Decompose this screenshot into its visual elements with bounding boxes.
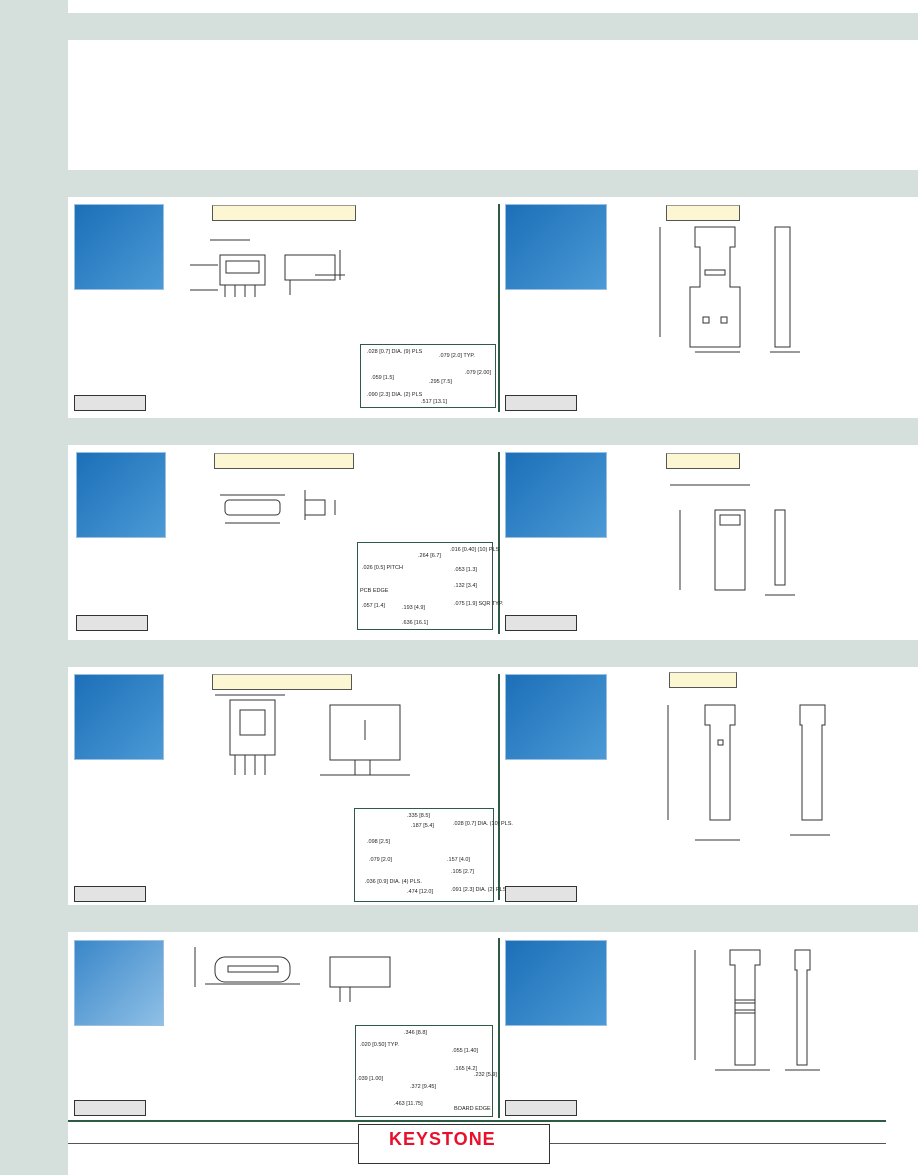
receptacle-drawing xyxy=(220,490,336,524)
part-number-box xyxy=(505,1100,577,1116)
product-label xyxy=(666,205,740,221)
pcb-note: .028 [0.7] DIA. (9) PLS xyxy=(367,349,423,355)
pcb-note: .193 [4.9] xyxy=(402,605,425,611)
pcb-layout-1: .028 [0.7] DIA. (9) PLS .079 [2.0] TYP. … xyxy=(360,344,496,408)
pcb-note: .091 [2.3] DIA. (2) PLS. xyxy=(451,887,508,893)
header-band xyxy=(68,13,918,40)
product-photo-type-c-receptacle xyxy=(74,940,164,1026)
product-photo-usb3-a-plug xyxy=(505,204,607,290)
product-photo-usb3-b-receptacle xyxy=(74,674,164,760)
product-label xyxy=(214,453,354,469)
pcb-note: .372 [9.45] xyxy=(410,1084,436,1090)
column-divider xyxy=(498,674,500,900)
receptacle-drawing xyxy=(194,947,391,1002)
pcb-note: BOARD EDGE xyxy=(454,1106,491,1112)
product-label xyxy=(212,674,352,690)
product-label xyxy=(212,205,356,221)
product-photo-micro-b-receptacle xyxy=(76,452,166,538)
product-photo-micro-b-plug xyxy=(505,452,607,538)
receptacle-drawing xyxy=(215,694,410,776)
footer-rule xyxy=(68,1120,886,1122)
part-number-box xyxy=(74,1100,146,1116)
section-band-2 xyxy=(68,418,918,445)
pcb-note: .157 [4.0] xyxy=(447,857,470,863)
pcb-note: .264 [6.7] xyxy=(418,553,441,559)
pcb-note: .036 [0.9] DIA. (4) PLS. xyxy=(365,879,422,885)
part-number-box xyxy=(74,886,146,902)
part-number-box xyxy=(76,615,148,631)
section-band-4 xyxy=(68,905,918,932)
plug-drawing xyxy=(659,226,800,353)
pcb-note: .028 [0.7] DIA. (10) PLS. xyxy=(453,821,513,827)
product-label xyxy=(669,672,737,688)
pcb-note: .020 [0.50] TYP. xyxy=(360,1042,399,1048)
pcb-note: .232 [5.9] xyxy=(474,1072,497,1078)
part-number-box xyxy=(505,395,577,411)
pcb-note: .090 [2.3] DIA. (2) PLS xyxy=(367,392,423,398)
pcb-note: .079 [2.00] xyxy=(465,370,491,376)
pcb-note: .026 [0.5] PITCH xyxy=(362,565,403,571)
product-photo-usb3-a-receptacle xyxy=(74,204,164,290)
pcb-note: .079 [2.0] xyxy=(369,857,392,863)
plug-drawing xyxy=(670,484,795,596)
pcb-note: .057 [1.4] xyxy=(362,603,385,609)
keystone-logo: KEYSTONE xyxy=(389,1129,496,1149)
plug-drawing xyxy=(694,949,820,1071)
part-number-box xyxy=(74,395,146,411)
pcb-note: .636 [16.1] xyxy=(402,620,428,626)
pcb-note: .463 [11.75] xyxy=(394,1101,423,1107)
column-divider xyxy=(498,204,500,412)
pcb-note: .075 [1.9] SQR TYP. xyxy=(454,601,504,607)
footer-line-left xyxy=(68,1143,358,1144)
product-photo-usb3-b-plug xyxy=(505,674,607,760)
section-band-1 xyxy=(68,170,918,197)
plug-drawing xyxy=(667,704,830,841)
pcb-note: .016 [0.40] (10) PLS xyxy=(450,547,500,553)
pcb-note: .039 [1.00] xyxy=(357,1076,383,1082)
logo-box: KEYSTONE xyxy=(358,1124,550,1164)
pcb-layout-3: .335 [8.5] .187 [5.4] .028 [0.7] DIA. (1… xyxy=(354,808,513,902)
part-number-box xyxy=(505,615,577,631)
pcb-note: .098 [2.5] xyxy=(367,839,390,845)
receptacle-drawing xyxy=(190,239,345,297)
pcb-note: .079 [2.0] TYP. xyxy=(439,353,475,359)
pcb-layout-2: .016 [0.40] (10) PLS .264 [6.7] .026 [0.… xyxy=(357,542,503,630)
column-divider xyxy=(498,938,500,1118)
pcb-note: .187 [5.4] xyxy=(411,823,434,829)
pcb-note: .517 [13.1] xyxy=(421,399,447,405)
intro-area xyxy=(68,40,918,170)
part-number-box xyxy=(505,886,577,902)
pcb-note: .346 [8.8] xyxy=(404,1030,427,1036)
column-divider xyxy=(498,452,500,634)
pcb-note: .335 [8.5] xyxy=(407,813,430,819)
left-margin-strip xyxy=(0,0,68,1175)
pcb-note: .059 [1.5] xyxy=(371,375,394,381)
footer-line-right xyxy=(550,1143,886,1144)
pcb-layout-4: .346 [8.8] .020 [0.50] TYP. .055 [1.40] … xyxy=(355,1025,497,1117)
section-band-3 xyxy=(68,640,918,667)
pcb-note: .053 [1.3] xyxy=(454,567,477,573)
pcb-note: .055 [1.40] xyxy=(452,1048,478,1054)
pcb-note: .105 [2.7] xyxy=(451,869,474,875)
pcb-note: PCB EDGE xyxy=(360,588,389,594)
product-photo-type-c-plug xyxy=(505,940,607,1026)
pcb-note: .132 [3.4] xyxy=(454,583,477,589)
pcb-note: .165 [4.2] xyxy=(454,1066,477,1072)
product-label xyxy=(666,453,740,469)
pcb-note: .295 [7.5] xyxy=(429,379,452,385)
pcb-note: .474 [12.0] xyxy=(407,889,433,895)
